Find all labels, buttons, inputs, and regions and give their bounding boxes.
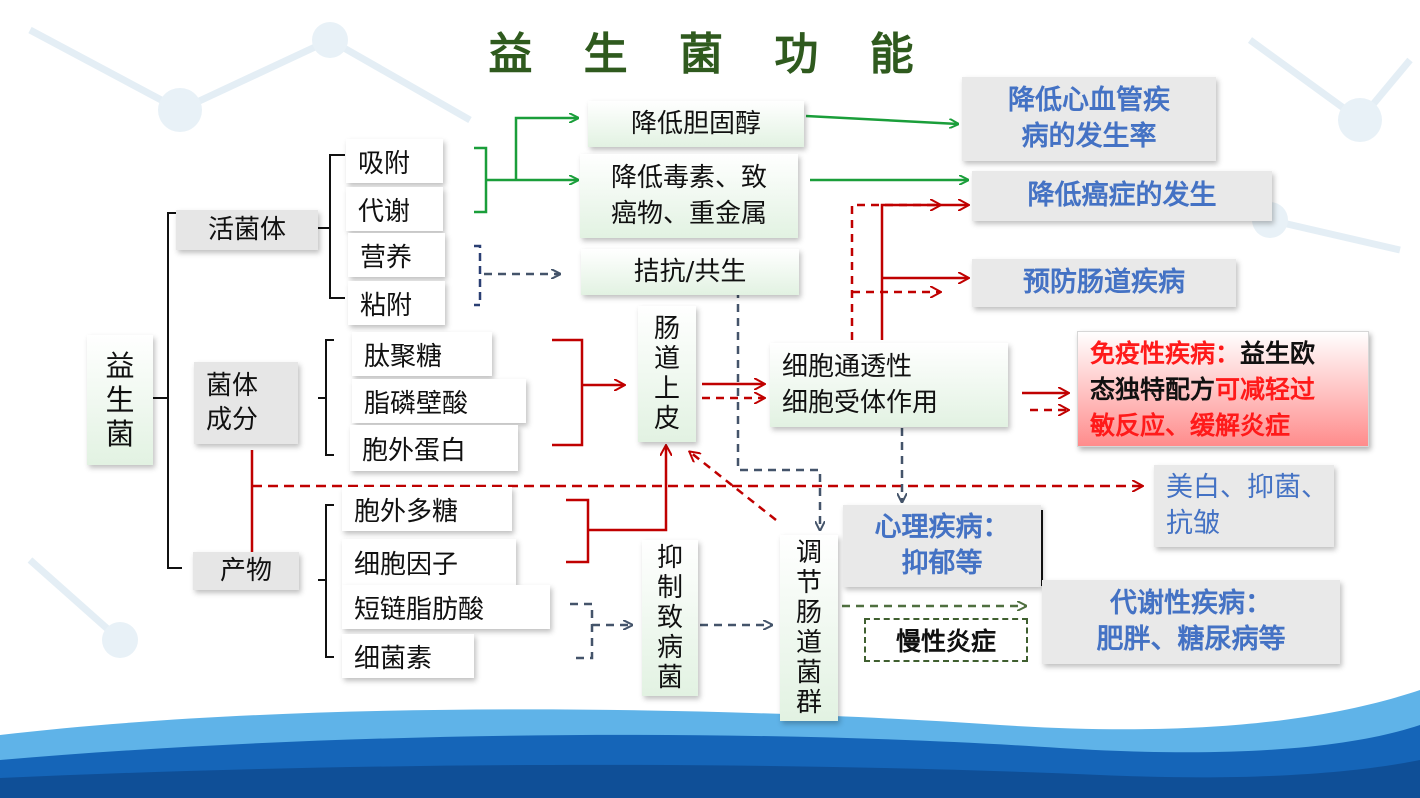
epithelium-char-3: 上 [653, 374, 680, 404]
live-bacteria-node: 活菌体 [176, 210, 318, 250]
product-node: 产物 [193, 552, 299, 590]
immune-text-part-5: 敏反应、缓解炎症 [1090, 411, 1291, 440]
mental-outcome: 心理疾病： 抑郁等 [843, 505, 1041, 587]
exopolysaccharide-node: 胞外多糖 [342, 487, 512, 531]
immune-disease-outcome: 免疫性疾病：益生欧 态独特配方可减轻过 敏反应、缓解炎症 [1077, 331, 1369, 447]
nutrition-bracket [474, 244, 482, 307]
root-char-3: 菌 [105, 417, 135, 451]
component-bracket [325, 339, 334, 456]
page-title: 益 生 菌 功 能 [488, 29, 932, 80]
metabolic-outcome: 代谢性疾病： 肥胖、糖尿病等 [1042, 580, 1340, 664]
mental-line-2: 抑郁等 [901, 548, 983, 579]
regulate-char-2: 节 [795, 568, 822, 598]
mental-side-rule [1041, 510, 1043, 586]
regulate-char-3: 肠 [795, 598, 822, 628]
inhibit-char-4: 病 [656, 633, 683, 663]
cardio-line-2: 病的发生率 [1021, 121, 1157, 152]
chronic-inflammation-outcome: 慢性炎症 [864, 618, 1028, 662]
live-bracket [329, 154, 345, 299]
immune-text-part-3: 态独特配方 [1090, 375, 1216, 404]
immune-text-part-2: 益生欧 [1240, 339, 1316, 368]
cell-permeability-node: 细胞通透性 细胞受体作用 [770, 343, 1008, 427]
metabolic-line-2: 肥胖、糖尿病等 [1096, 624, 1286, 655]
root-char-1: 益 [105, 349, 135, 383]
epithelium-char-4: 皮 [653, 404, 680, 434]
cell-component-node: 菌体 成分 [194, 362, 298, 444]
regulate-char-1: 调 [795, 538, 822, 568]
cell-component-line-2: 成分 [206, 405, 259, 435]
cell-component-line-1: 菌体 [206, 371, 259, 401]
immune-text-part-4: 可减轻过 [1215, 375, 1316, 404]
root-bracket [167, 212, 182, 569]
lower-toxin-node: 降低毒素、致 癌物、重金属 [580, 154, 798, 238]
lipoteichoic-acid-node: 脂磷壁酸 [352, 379, 526, 423]
cell-permeability-line-2: 细胞受体作用 [782, 388, 939, 418]
lower-toxin-line-1: 降低毒素、致 [610, 163, 767, 193]
inhibit-pathogen-node: 抑 制 致 病 菌 [642, 540, 698, 696]
cell-permeability-line-1: 细胞通透性 [782, 352, 913, 382]
scfa-node: 短链脂肪酸 [342, 585, 550, 629]
cardio-outcome: 降低心血管疾 病的发生率 [962, 77, 1216, 161]
mental-line-1: 心理疾病： [874, 512, 1010, 543]
epithelium-char-2: 道 [653, 344, 680, 374]
peptidoglycan-node: 肽聚糖 [352, 332, 492, 376]
green-bracket [474, 146, 488, 214]
regulate-char-6: 群 [795, 688, 822, 718]
nutrition-node: 营养 [348, 233, 445, 277]
lower-toxin-line-2: 癌物、重金属 [610, 199, 767, 229]
product-bracket [325, 504, 334, 658]
metabolic-line-1: 代谢性疾病： [1110, 588, 1272, 619]
extracellular-protein-node: 胞外蛋白 [350, 425, 518, 471]
bacteriocin-node: 细菌素 [342, 634, 474, 678]
immune-text-part-1: 免疫性疾病： [1090, 339, 1241, 368]
metabolism-node: 代谢 [346, 187, 443, 231]
root-char-2: 生 [105, 383, 135, 417]
whitening-line-2: 抗皱 [1166, 508, 1220, 539]
inhibit-char-3: 致 [656, 603, 683, 633]
adsorption-node: 吸附 [346, 139, 443, 183]
whitening-outcome: 美白、抑菌、 抗皱 [1154, 465, 1334, 547]
antagonism-node: 拮抗/共生 [581, 249, 799, 295]
root-probiotic-node: 益 生 菌 [87, 335, 153, 465]
whitening-line-1: 美白、抑菌、 [1166, 472, 1328, 503]
inhibit-char-5: 菌 [656, 663, 683, 693]
inhibit-char-2: 制 [656, 573, 683, 603]
inhibit-char-1: 抑 [656, 543, 683, 573]
regulate-flora-node: 调 节 肠 道 菌 群 [780, 535, 838, 721]
intestine-outcome: 预防肠道疾病 [972, 259, 1236, 307]
regulate-char-5: 菌 [795, 658, 822, 688]
cardio-line-1: 降低心血管疾 [1008, 85, 1170, 116]
intestinal-epithelium-node: 肠 道 上 皮 [638, 306, 696, 442]
regulate-char-4: 道 [795, 628, 822, 658]
immune-text: 免疫性疾病：益生欧 态独特配方可减轻过 敏反应、缓解炎症 [1090, 336, 1315, 444]
cancer-outcome: 降低癌症的发生 [972, 171, 1272, 221]
cytokine-node: 细胞因子 [342, 539, 516, 585]
epithelium-char-1: 肠 [653, 314, 680, 344]
adhesion-node: 粘附 [348, 281, 445, 325]
lower-cholesterol-node: 降低胆固醇 [588, 101, 804, 147]
